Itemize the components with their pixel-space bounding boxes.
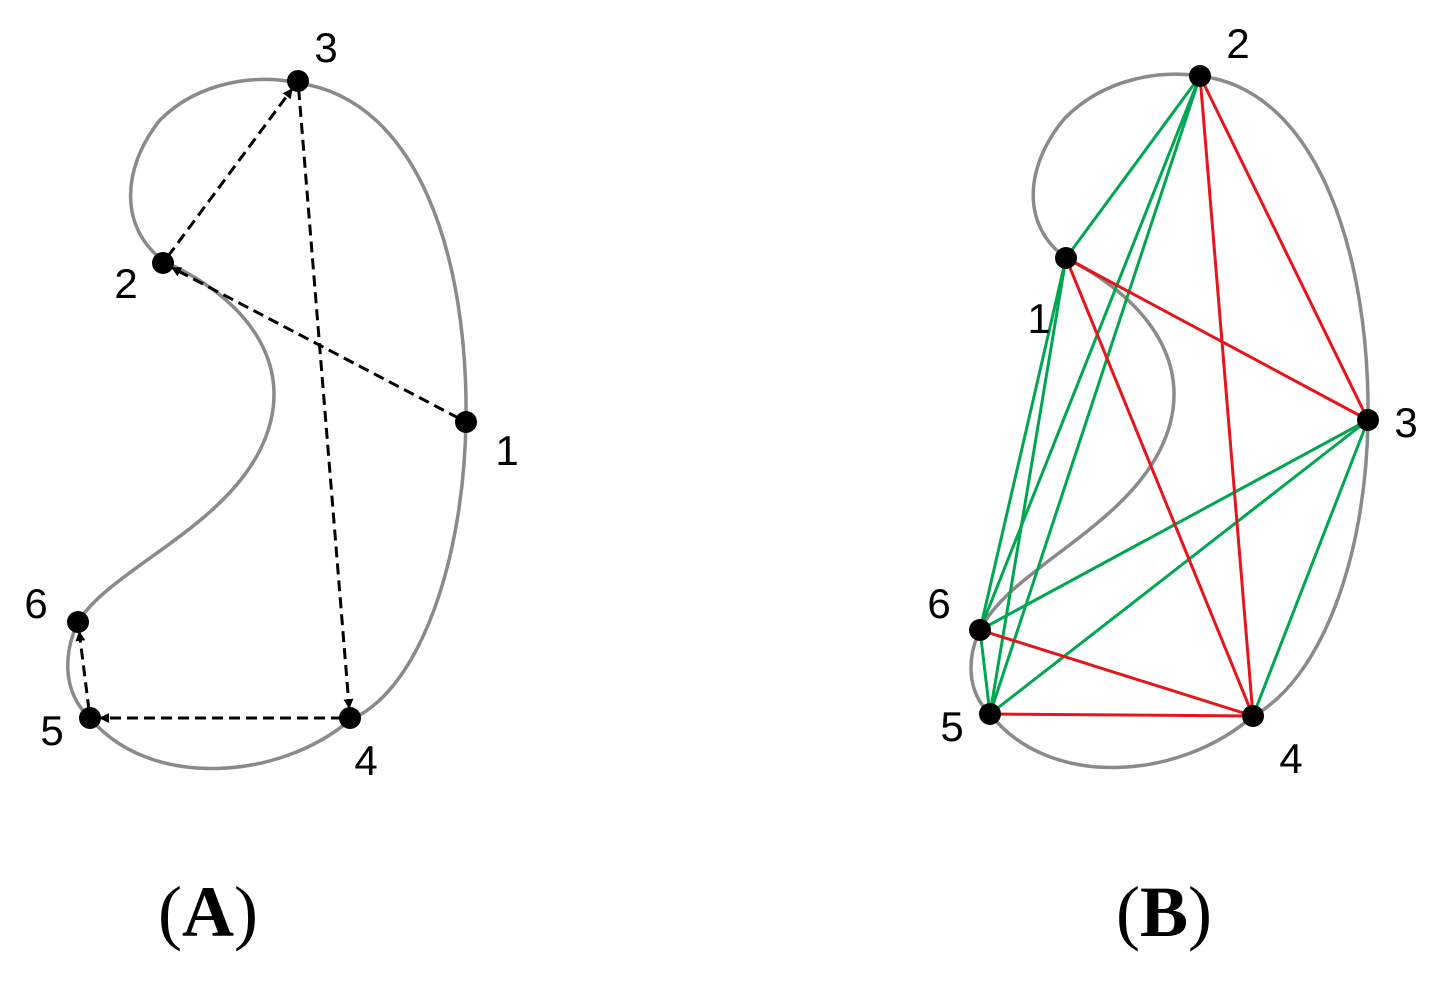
edge-green-3-4	[1251, 419, 1370, 717]
arrow-3-to-4	[297, 88, 354, 710]
nodes-b	[969, 65, 1379, 727]
arrow-5-to-6	[75, 630, 91, 711]
edges-b	[978, 75, 1370, 718]
node-label-b-6: 6	[927, 580, 950, 627]
labels-b: 1 2 3 4 5 6	[927, 20, 1417, 782]
edge-red-2-4	[1198, 75, 1255, 717]
edge-red-1-4	[1064, 257, 1255, 717]
node-a-4	[339, 707, 361, 729]
node-label-b-2: 2	[1226, 20, 1249, 67]
node-label-a-5: 5	[40, 707, 63, 754]
node-label-a-3: 3	[314, 24, 337, 71]
panel-b: 1 2 3 4 5 6 (B)	[927, 20, 1417, 952]
node-label-b-5: 5	[940, 703, 963, 750]
node-b-4	[1242, 705, 1264, 727]
nodes-a	[67, 70, 477, 729]
edge-red-6-4	[979, 628, 1254, 718]
kidney-outline-b	[969, 72, 1370, 770]
edge-red-1-3	[1065, 256, 1369, 422]
node-label-a-1: 1	[495, 427, 518, 474]
node-a-2	[152, 252, 174, 274]
arrow-1-to-2	[170, 266, 460, 420]
node-a-1	[455, 411, 477, 433]
node-b-5	[979, 703, 1001, 725]
node-label-b-1: 1	[1027, 295, 1050, 342]
node-b-6	[969, 619, 991, 641]
edge-green-2-6	[978, 75, 1202, 631]
node-b-1	[1055, 247, 1077, 269]
node-b-3	[1357, 409, 1379, 431]
panel-label-b: (B)	[1116, 872, 1212, 952]
node-label-b-3: 3	[1394, 399, 1417, 446]
edge-red-2-3	[1198, 75, 1370, 421]
node-label-a-4: 4	[354, 737, 377, 784]
edge-green-3-5	[989, 418, 1369, 716]
kidney-outline-a	[66, 77, 468, 771]
edge-green-1-2	[1064, 75, 1202, 259]
node-a-3	[287, 70, 309, 92]
node-a-6	[67, 611, 89, 633]
node-b-2	[1189, 65, 1211, 87]
node-a-5	[79, 707, 101, 729]
arrows-a	[75, 88, 460, 723]
edge-green-5-6	[978, 629, 992, 715]
arrow-2-to-3	[166, 88, 293, 258]
node-label-a-2: 2	[114, 260, 137, 307]
node-label-b-4: 4	[1279, 735, 1302, 782]
panel-label-a-letter: A	[182, 872, 234, 952]
edge-red-5-4	[989, 712, 1254, 718]
edge-green-2-5	[988, 75, 1202, 715]
panel-a: 1 2 3 4 5 6 (A)	[24, 24, 518, 952]
labels-a: 1 2 3 4 5 6	[24, 24, 518, 784]
node-label-a-6: 6	[24, 580, 47, 627]
panel-label-a: (A)	[158, 872, 258, 952]
edge-green-1-6	[978, 257, 1068, 631]
panel-label-b-letter: B	[1140, 872, 1188, 952]
